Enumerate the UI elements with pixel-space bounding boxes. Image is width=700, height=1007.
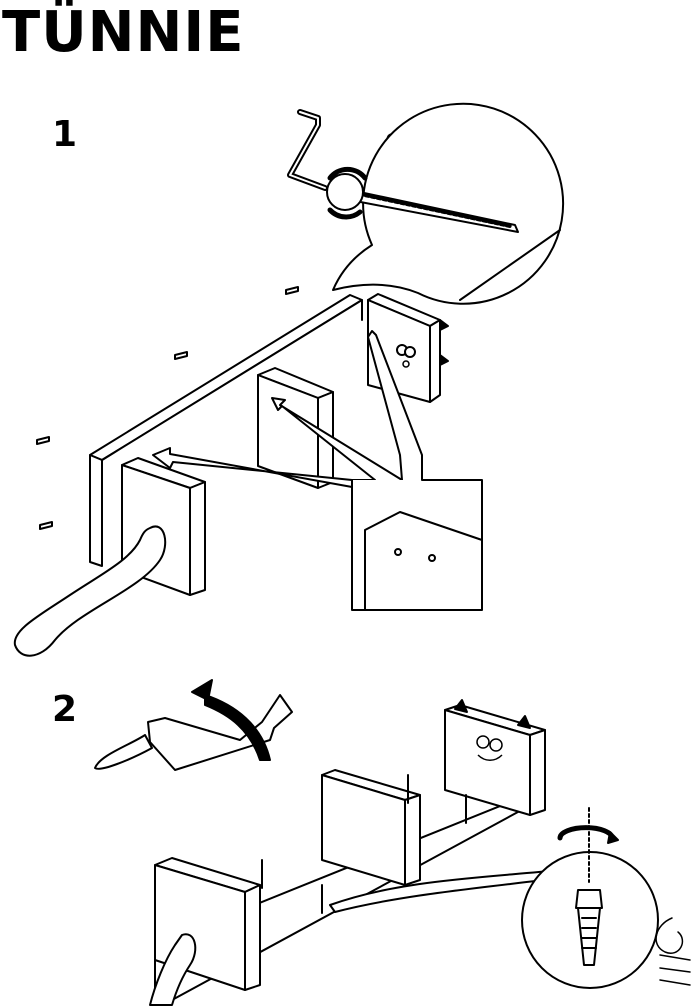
step-1-number: 1 xyxy=(52,114,78,155)
step-2-cat-tail xyxy=(149,933,197,1006)
step-2-zoom-detail xyxy=(521,807,659,989)
step-2-flip-inset xyxy=(94,679,293,771)
step-1-callout xyxy=(152,330,483,611)
cat-face-icon xyxy=(402,360,503,761)
product-title: TÜNNIE xyxy=(2,0,245,65)
step-1-zoom-detail xyxy=(287,102,565,305)
step-1-middle-panel xyxy=(257,367,334,489)
step-1-long-board xyxy=(89,294,363,567)
step-1-dowels xyxy=(36,286,299,530)
designer-signature xyxy=(655,917,691,986)
step-2-number: 2 xyxy=(52,689,78,730)
step-1-cat-tail xyxy=(13,525,167,657)
